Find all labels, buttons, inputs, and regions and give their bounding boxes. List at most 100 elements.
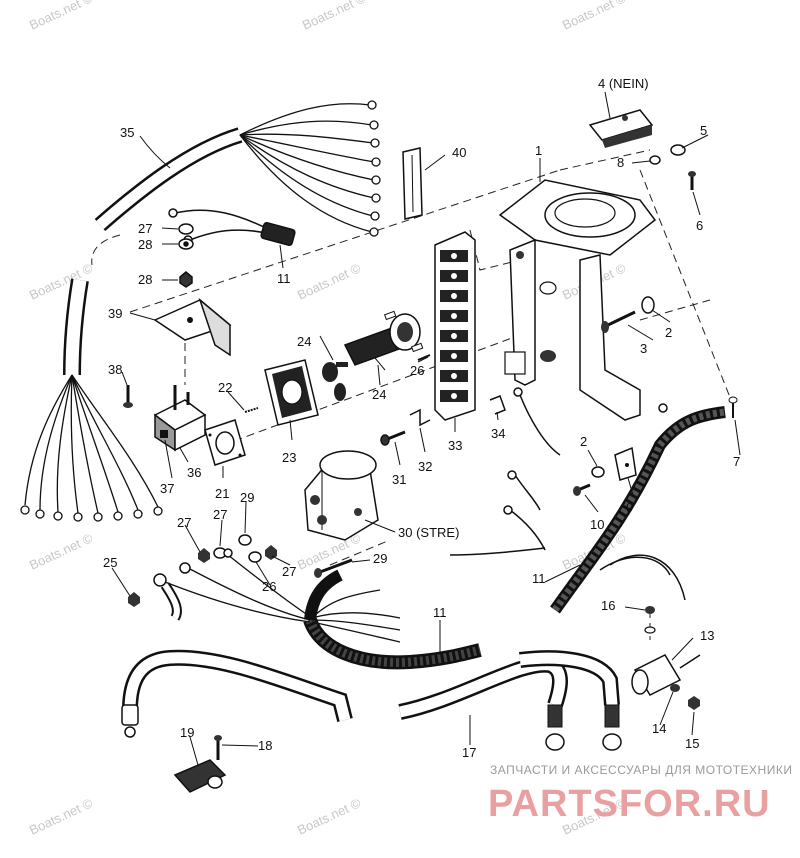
circuit-breaker <box>153 385 207 452</box>
ignition-keys <box>322 362 348 401</box>
callout-6: 6 <box>696 218 703 233</box>
wire-harness-main <box>154 548 482 670</box>
callout-2: 2 <box>665 325 672 340</box>
callout-4: 4 (NEIN) <box>598 76 649 91</box>
callout-11: 11 <box>433 605 447 620</box>
ignition-switch <box>322 310 424 401</box>
callout-12: 13 <box>700 628 714 643</box>
callout-2: 2 <box>580 434 587 449</box>
washers-upper <box>178 223 194 288</box>
brand-logo-text: PARTSFOR.RU <box>488 783 771 825</box>
screw-25 <box>417 354 431 361</box>
callout-8: 8 <box>617 155 624 170</box>
fasteners-5-6-8 <box>649 144 696 190</box>
jumper-leads <box>449 387 561 556</box>
callout-23: 24 <box>372 387 386 402</box>
callout-28: 28 <box>138 237 152 252</box>
callout-9: 9 <box>626 500 633 515</box>
nut-24 <box>128 592 140 607</box>
callout-34: 34 <box>491 426 505 441</box>
callout-7: 7 <box>733 454 740 469</box>
label-plate <box>402 147 423 220</box>
callout-28: 29 <box>240 490 254 505</box>
callout-18: 19 <box>180 725 194 740</box>
callout-21: 23 <box>282 450 296 465</box>
clips <box>380 395 506 446</box>
callout-11: 11 <box>277 271 291 286</box>
callout-24: 26 <box>262 579 276 594</box>
callout-13: 14 <box>652 721 666 736</box>
mounting-bracket <box>153 297 232 357</box>
starter-solenoid <box>304 450 379 541</box>
callout-11: 11 <box>532 571 546 586</box>
cable-harness-lower <box>20 278 163 522</box>
clip-34 <box>489 395 506 415</box>
callout-20: 22 <box>218 380 232 395</box>
callout-36: 37 <box>160 481 174 496</box>
callout-27: 27 <box>138 221 152 236</box>
watermarks: Boats.net © Boats.net © Boats.net © Boat… <box>27 0 628 838</box>
main-bracket <box>498 179 657 421</box>
callout-30: 30 (STRE) <box>398 525 459 540</box>
battery-cable-lower <box>121 649 353 738</box>
mounting-plate-21 <box>264 359 319 426</box>
watermark: Boats.net © <box>560 0 628 33</box>
assembly-line <box>129 169 561 313</box>
wire-harness-right <box>550 403 726 614</box>
callout-24: 25 <box>103 555 117 570</box>
callout-25: 26 <box>410 363 424 378</box>
terminal-block <box>434 231 476 421</box>
screw-20 <box>244 407 259 413</box>
harness-wires <box>239 103 375 233</box>
callout-35: 36 <box>187 465 201 480</box>
assembly-line <box>559 149 651 171</box>
screw-7 <box>728 396 738 418</box>
battery-cable-left <box>153 573 182 621</box>
clip-32 <box>409 408 431 427</box>
harness-terminals <box>367 100 381 237</box>
callout-27: 28 <box>138 272 152 287</box>
capacitor-12 <box>631 654 701 696</box>
watermark: Boats.net © <box>295 530 363 573</box>
battery-cable-16 <box>398 650 622 751</box>
bracket-9 <box>573 446 637 496</box>
callout-26: 27 <box>177 515 191 530</box>
watermark: Boats.net © <box>295 795 363 838</box>
callout-17: 18 <box>258 738 272 753</box>
callout-27: 27 <box>213 507 227 522</box>
callout-19: 21 <box>215 486 229 501</box>
callout-38: 35 <box>120 125 134 140</box>
callout-40: 40 <box>452 145 466 160</box>
leader-lines <box>111 91 741 766</box>
callout-3: 3 <box>640 341 647 356</box>
callout-15: 16 <box>601 598 615 613</box>
callout-14: 15 <box>685 736 699 751</box>
callout-29: 29 <box>373 551 387 566</box>
watermark: Boats.net © <box>27 530 95 573</box>
callout-33: 33 <box>448 438 462 453</box>
brand-tagline: ЗАПЧАСТИ И АКСЕССУАРЫ ДЛЯ МОТОТЕХНИКИ <box>490 763 792 777</box>
screw-37 <box>123 385 133 408</box>
assembly-line <box>639 169 736 411</box>
watermark: Boats.net © <box>27 795 95 838</box>
callout-22: 24 <box>297 334 311 349</box>
nuts-13-14 <box>670 684 700 710</box>
callout-10: 10 <box>590 517 604 532</box>
branding: ЗАПЧАСТИ И АКСЕССУАРЫ ДЛЯ МОТОТЕХНИКИ PA… <box>488 763 792 825</box>
switch-assembly-4 <box>588 109 654 148</box>
bolt-3 <box>601 296 655 333</box>
callout-39: 39 <box>108 306 122 321</box>
watermark: Boats.net © <box>27 0 95 33</box>
callout-32: 32 <box>418 459 432 474</box>
screw-15 <box>644 606 656 634</box>
terminal-clamp <box>173 735 227 793</box>
callout-16: 17 <box>462 745 476 760</box>
solenoid-fasteners <box>198 534 277 563</box>
callout-26: 27 <box>282 564 296 579</box>
watermark: Boats.net © <box>295 260 363 303</box>
gasket-19 <box>204 419 246 466</box>
watermark: Boats.net © <box>300 0 368 33</box>
cable-harness-upper <box>94 100 381 237</box>
callout-37: 38 <box>108 362 122 377</box>
